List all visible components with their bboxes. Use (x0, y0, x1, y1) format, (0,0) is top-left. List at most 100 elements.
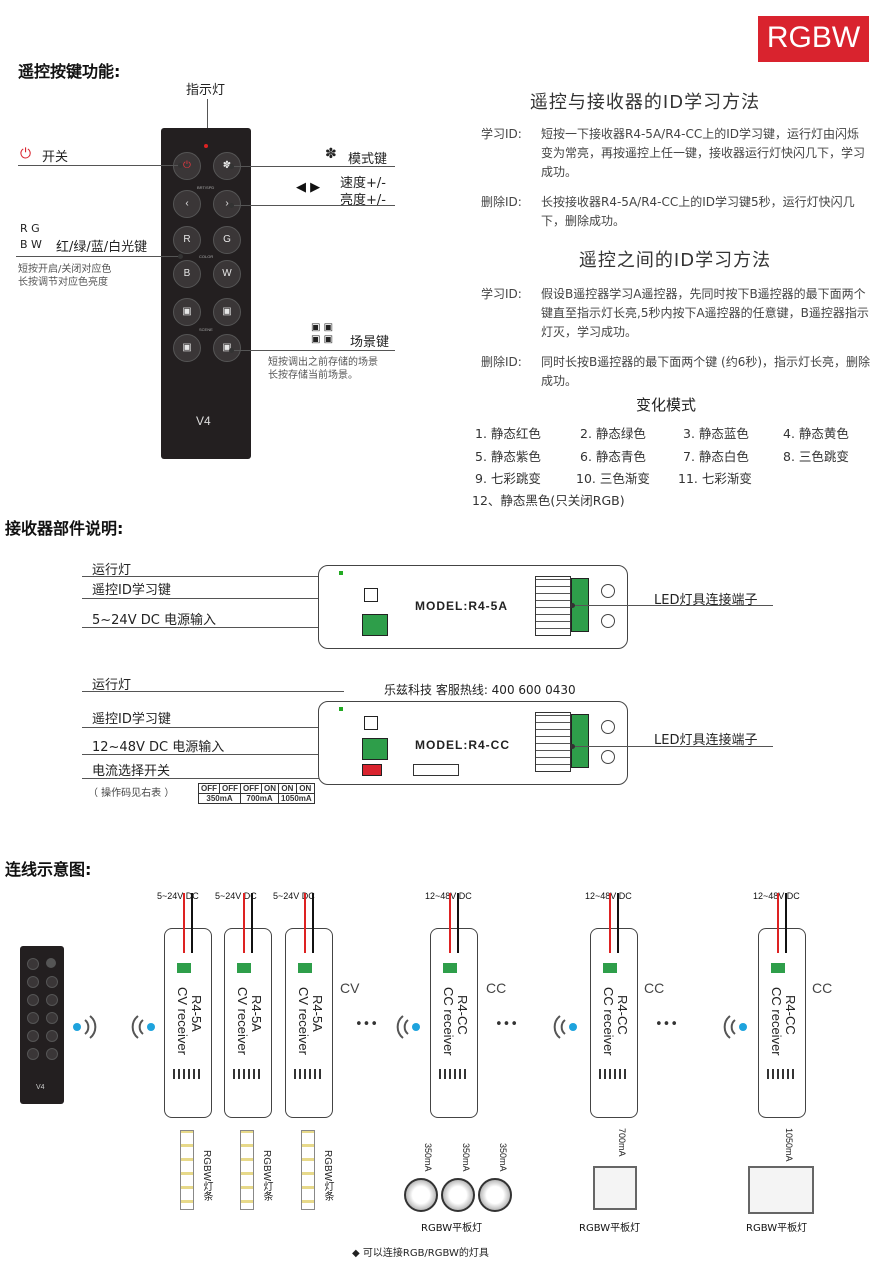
scene-3-button[interactable]: ▣ (173, 334, 201, 362)
strip-label: RGBW灯条 (322, 1150, 333, 1202)
panel-label: RGBW平板灯 (579, 1223, 641, 1234)
delete-id-2-text: 同时长按B遥控器的最下面两个键 (约6秒)，指示灯长亮，删除成功。 (541, 355, 871, 388)
cc-tag: CC (644, 980, 665, 996)
power-icon: ⏻ (20, 146, 32, 162)
power-button[interactable]: ⏻ (173, 152, 201, 180)
scene-key-label: 场景键 (350, 335, 390, 350)
led-strip (301, 1130, 315, 1210)
power-wires (449, 893, 459, 953)
minus-button[interactable]: ‹ (173, 190, 201, 218)
id-button[interactable] (364, 716, 378, 730)
dip-switch[interactable] (362, 764, 382, 776)
cc-receiver-label: CC receiver (769, 987, 784, 1056)
mode-label: 模式键 (348, 152, 388, 167)
b-button[interactable]: B (173, 260, 201, 288)
rgbw-badge: RGBW (758, 16, 869, 62)
mini-button (27, 1030, 39, 1042)
cv-receiver: CV receiver R4-5A (224, 893, 272, 1118)
switch-cell: OFF (219, 783, 241, 794)
mode-item: 1. 静态红色 (475, 426, 541, 441)
id-key-line-cc (82, 727, 344, 728)
strip-label: RGBW灯条 (261, 1150, 272, 1202)
learn-id-2-label: 学习ID: (481, 287, 522, 301)
switch-cell: ON (295, 783, 315, 794)
scene-2-button[interactable]: ▣ (213, 298, 241, 326)
mode-line (232, 166, 395, 167)
power-terminal (177, 963, 191, 973)
mode-item: 6. 静态青色 (580, 449, 646, 464)
run-led (339, 571, 343, 575)
output-terminal (599, 1069, 629, 1079)
ellipsis: ••• (495, 1017, 519, 1032)
current-label: 350mA (498, 1143, 508, 1172)
speed-label: 速度+/- (340, 176, 386, 191)
power-terminal (771, 963, 785, 973)
mini-button (46, 1048, 58, 1060)
screw-hole (601, 720, 615, 734)
current-switch-table: OFF OFF OFF ON ON ON 350mA 700mA 1050mA (198, 783, 315, 804)
mode-item: 11. 七彩渐变 (678, 471, 752, 486)
cv-tag: CV (340, 980, 360, 996)
output-terminal (173, 1069, 203, 1079)
delete-id-text: 长按接收器R4-5A/R4-CC上的ID学习键5秒，运行灯快闪几下，删除成功。 (541, 195, 855, 228)
mode-item: 5. 静态紫色 (475, 449, 541, 464)
scene-icons: ▣ ▣▣ ▣ (311, 322, 334, 345)
hotline: 乐兹科技 客服热线: 400 600 0430 (384, 683, 576, 697)
scene-4-button[interactable]: ▣ (213, 334, 241, 362)
plus-button[interactable]: › (213, 190, 241, 218)
rg-label: R G (20, 222, 40, 235)
round-panel-light (478, 1178, 512, 1212)
mode-item: 8. 三色跳变 (783, 449, 849, 464)
current-label: 350mA (461, 1143, 471, 1172)
switch-cell: OFF (198, 783, 220, 794)
strip-label: RGBW灯条 (201, 1150, 212, 1202)
voltage-label: 5~24V DC (157, 891, 199, 901)
mini-button (27, 976, 39, 988)
w-button[interactable]: W (213, 260, 241, 288)
run-led-line-5a (82, 576, 350, 577)
signal-receive-icon (128, 1012, 158, 1042)
cc-receiver-label: CC receiver (601, 987, 616, 1056)
run-led-label-5a: 运行灯 (92, 563, 132, 578)
switch-cell: ON (278, 783, 297, 794)
color-dot (178, 254, 183, 259)
led-terminal (571, 714, 589, 768)
color-label: COLOR (199, 254, 214, 259)
mini-button (27, 994, 39, 1006)
square-panel-light (748, 1166, 814, 1214)
mini-mode-button (46, 958, 56, 968)
scene-note-2: 长按存储当前场景。 (268, 370, 358, 381)
screw-hole (601, 584, 615, 598)
id-learning-title: 遥控与接收器的ID学习方法 (529, 92, 761, 113)
signal-receive-icon (550, 1012, 580, 1042)
cc-receiver-model: R4-CC (615, 995, 630, 1035)
scene-line (232, 350, 395, 351)
remote-control: ⏻ ✽ BRT/SPD ‹ › R G COLOR B W ▣ ▣ SCENE … (161, 128, 251, 459)
learn-id-label: 学习ID: (481, 127, 522, 141)
power-label-cc: 12~48V DC 电源输入 (92, 740, 225, 755)
id-button[interactable] (364, 588, 378, 602)
current-cell: 700mA (240, 793, 279, 804)
id-key-label-5a: 遥控ID学习键 (92, 583, 171, 598)
output-terminal (233, 1069, 263, 1079)
cc-receiver-model: R4-CC (783, 995, 798, 1035)
mode-item: 10. 三色渐变 (576, 471, 650, 486)
scene-label: SCENE (199, 327, 213, 332)
mode-dot (229, 164, 234, 169)
cc-receiver-model: R4-CC (455, 995, 470, 1035)
mini-button (27, 1048, 39, 1060)
scene-1-button[interactable]: ▣ (173, 298, 201, 326)
bw-label: B W (20, 238, 42, 251)
cv-receiver-label: CV receiver (296, 987, 311, 1055)
led-terminal-label-cc: LED灯具连接端子 (654, 733, 758, 748)
g-button[interactable]: G (213, 226, 241, 254)
cv-receiver-label: CV receiver (175, 987, 190, 1055)
r-button[interactable]: R (173, 226, 201, 254)
mode-item: 4. 静态黄色 (783, 426, 849, 441)
power-terminal (443, 963, 457, 973)
signal-receive-icon (393, 1012, 423, 1042)
color-line (16, 256, 180, 257)
op-code-note: （ 操作码见右表 ） (88, 788, 175, 799)
remote-model: V4 (196, 414, 211, 428)
indicator-line (207, 99, 208, 139)
